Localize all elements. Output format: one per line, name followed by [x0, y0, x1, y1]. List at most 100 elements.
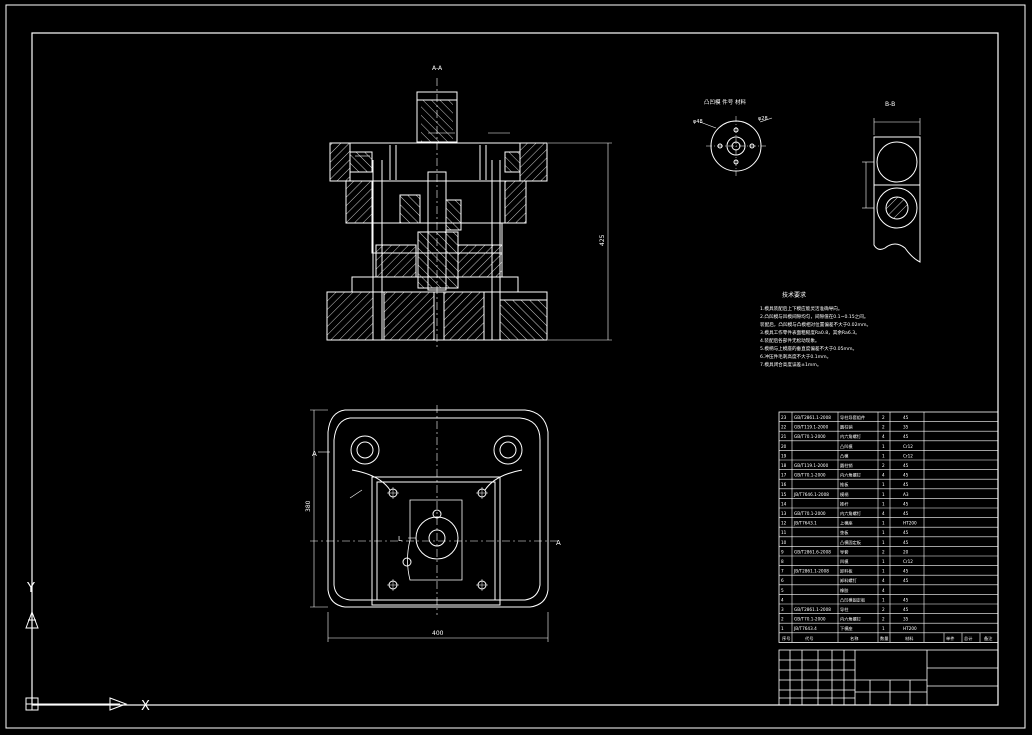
part-view-title: 凸凹模 件号 材料	[704, 98, 746, 106]
bom-cell: 1	[882, 626, 885, 631]
bom-cell: 1	[882, 597, 885, 602]
bom-cell: 推板	[840, 481, 849, 488]
bom-cell: 内六角螺钉	[840, 510, 862, 517]
bom-cell: 2	[882, 617, 885, 622]
bom-cell: 45	[903, 607, 909, 612]
bom-cell: 1	[882, 492, 885, 497]
bom-header-cell: 单件	[946, 635, 954, 642]
bom-cell: 垫板	[840, 529, 849, 536]
bom-cell: 11	[781, 530, 787, 535]
ucs-axis-icon: X Y	[25, 581, 150, 714]
bom-cell: 35	[903, 425, 909, 430]
bom-cell: 45	[903, 415, 909, 420]
bom-cell: 19	[781, 453, 787, 458]
section-height-dimension: 425	[599, 234, 606, 246]
bom-header-cell: 备注	[984, 635, 993, 642]
bom-header-cell: 代号	[805, 635, 813, 642]
bom-cell: A3	[903, 492, 909, 497]
part-dim-right: φ28	[758, 116, 768, 122]
bom-cell: 凸凹模固定板	[840, 596, 866, 603]
top-view-height-dimension: 380	[305, 500, 312, 512]
section-view-b-b: B-B	[862, 101, 921, 263]
bom-cell: 23	[781, 415, 787, 420]
bom-cell: 2	[781, 617, 784, 622]
bom-cell: 1	[882, 453, 885, 458]
bom-cell: 上模座	[840, 520, 853, 527]
bom-cell: 1	[882, 530, 885, 535]
bom-cell: 17	[781, 473, 787, 478]
ucs-x-label: X	[141, 699, 150, 714]
bom-cell: 45	[903, 540, 909, 545]
bom-cell: 模柄	[840, 491, 848, 498]
outer-frame	[5, 4, 1026, 729]
bom-cell: 4	[781, 597, 784, 602]
bom-cell: JB/T7646.1-2008	[793, 492, 829, 497]
bom-cell: 1	[882, 540, 885, 545]
bom-cell: 导套	[840, 548, 849, 555]
bom-cell: Cr12	[903, 453, 913, 458]
bom-cell: 22	[781, 425, 787, 430]
bom-cell: 圆柱销	[840, 424, 853, 431]
inner-frame	[31, 32, 999, 706]
tech-requirement-line: 5.模柄与上模座的垂直度偏差不大于0.05mm。	[760, 345, 857, 352]
bom-cell: 2	[882, 425, 885, 430]
tech-requirement-line: 装配后，凸凹模与凸模相对位置偏差不大于0.02mm。	[760, 321, 871, 328]
bom-cell: 15	[781, 492, 787, 497]
bom-cell: JB/T7643.4	[793, 626, 817, 631]
bom-cell: 圆柱销	[840, 462, 853, 469]
bom-cell: 凸模固定板	[840, 539, 862, 546]
bom-cell: 凸凹模	[840, 443, 853, 450]
bom-cell: 12	[781, 521, 787, 526]
bom-cell: 内六角螺钉	[840, 433, 862, 440]
bom-cell: 内六角螺钉	[840, 616, 862, 623]
tech-requirement-line: 3.模具工作零件表面粗糙度Ra0.8，其余Ra6.3。	[760, 329, 860, 336]
bom-cell: GB/T70.1-2000	[794, 434, 826, 439]
bom-cell: 3	[781, 607, 784, 612]
bom-header-cell: 名称	[850, 635, 858, 642]
bom-cell: 4	[882, 511, 885, 516]
tech-requirement-line: 1.模具装配后上下模应能灵活准确导向。	[760, 305, 842, 312]
bom-cell: 1	[882, 482, 885, 487]
bom-cell: 45	[903, 473, 909, 478]
bom-cell: Cr12	[903, 559, 913, 564]
bom-cell: 1	[882, 501, 885, 506]
bom-cell: 13	[781, 511, 787, 516]
top-view-width-dimension: 400	[432, 630, 444, 637]
bom-cell: GB/T70.1-2000	[794, 473, 826, 478]
bom-cell: 45	[903, 434, 909, 439]
bom-header-cell: 总计	[964, 635, 972, 642]
bom-cell: 45	[903, 578, 909, 583]
bom-cell: 导柱导套组件	[840, 414, 865, 421]
part-view: 凸凹模 件号 材料 φ48 φ28	[693, 98, 773, 176]
bom-cell: 4	[882, 578, 885, 583]
bom-cell: 14	[781, 501, 787, 506]
tech-requirement-line: 2.凸凹模与凹模间隙均匀，间隙值在0.1~0.15之间。	[760, 313, 868, 320]
bom-cell: GB/T2861.1-2008	[794, 415, 831, 420]
bom-cell: 导柱	[840, 606, 849, 613]
bom-cell: 2	[882, 607, 885, 612]
bom-cell: 35	[903, 617, 909, 622]
bom-cell: HT200	[903, 521, 917, 526]
bom-cell: 卸料螺钉	[840, 577, 858, 584]
bom-cell: 2	[882, 415, 885, 420]
bom-cell: 橡胶	[840, 587, 848, 594]
bom-cell: 45	[903, 482, 909, 487]
bom-cell: JB/T7643.1	[793, 521, 817, 526]
ucs-y-label: Y	[26, 581, 35, 596]
bom-cell: HT200	[903, 626, 917, 631]
bom-cell: 下模座	[840, 625, 853, 632]
bom-cell: 2	[882, 463, 885, 468]
tech-requirement-line: 6.冲压件毛刺高度不大于0.1mm。	[760, 353, 831, 360]
bom-cell: 45	[903, 511, 909, 516]
bom-cell: 20	[903, 549, 909, 554]
section-b-title: B-B	[885, 101, 895, 108]
top-view: 380 400 A A L	[305, 405, 561, 642]
tech-requirement-line: 7.模具闭合高度误差±1mm。	[760, 361, 821, 368]
bom-cell: 1	[882, 559, 885, 564]
bom-cell: 45	[903, 463, 909, 468]
bom-cell: 20	[781, 444, 787, 449]
bom-cell: 45	[903, 501, 909, 506]
bom-cell: 4	[882, 473, 885, 478]
bom-cell: 7	[781, 569, 784, 574]
